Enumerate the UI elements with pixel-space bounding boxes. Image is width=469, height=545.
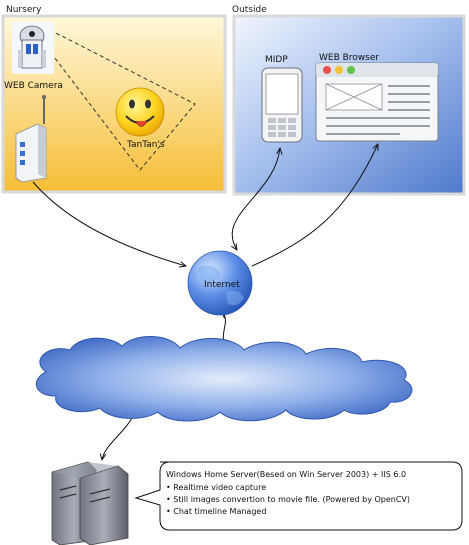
server-feature-item: • Realtime video capture bbox=[166, 483, 266, 492]
web-browser-icon bbox=[315, 62, 439, 142]
web-camera-label: WEB Camera bbox=[4, 81, 63, 91]
internet-midp-connector bbox=[232, 148, 280, 250]
internet-label: Internet bbox=[204, 280, 240, 290]
web-browser-label: WEB Browser bbox=[319, 53, 379, 63]
internet-globe-icon bbox=[187, 250, 253, 316]
server-feature-item: • Chat timeline Managed bbox=[166, 507, 266, 516]
web-camera-icon bbox=[12, 22, 54, 74]
network-cloud-icon bbox=[35, 335, 413, 422]
server-icon bbox=[51, 461, 129, 545]
server-feature-item: • Still images convertion to movie file.… bbox=[166, 495, 410, 504]
midp-label: MIDP bbox=[265, 55, 288, 65]
server-description-callout: Windows Home Server(Besed on Win Server … bbox=[134, 461, 463, 531]
wireless-router-icon bbox=[15, 95, 47, 183]
outside-title: Outside bbox=[232, 5, 267, 15]
nursery-title: Nursery bbox=[6, 5, 42, 15]
baby-label: TanTan's bbox=[126, 140, 165, 150]
camera-view-cone bbox=[44, 29, 196, 171]
internet-to-browser-connector bbox=[251, 144, 378, 267]
server-title: Windows Home Server(Besed on Win Server … bbox=[166, 470, 406, 479]
mobile-phone-icon bbox=[261, 67, 303, 143]
router-to-internet-connector bbox=[32, 181, 186, 266]
smiley-face-icon bbox=[115, 87, 165, 137]
